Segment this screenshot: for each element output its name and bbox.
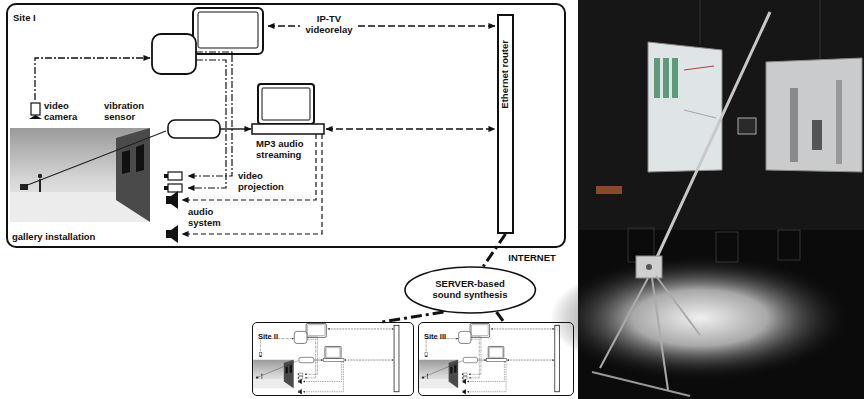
installation-photo — [778, 230, 800, 260]
node-title: Site II — [258, 333, 278, 342]
installation-photo — [700, 0, 701, 45]
installation-photo — [600, 278, 648, 368]
installation-photo — [646, 264, 652, 270]
installation-photo — [636, 256, 662, 278]
label-holder: vibration sensor — [104, 100, 156, 122]
ellipse-outline — [405, 267, 535, 313]
router-box: Ethernet router — [497, 14, 514, 234]
installation-photo — [820, 0, 821, 59]
part-label: audio system — [188, 206, 232, 228]
installation-photo — [648, 42, 722, 172]
installation-photo — [790, 88, 798, 162]
installation-photo — [836, 80, 842, 164]
installation-photo — [656, 276, 700, 335]
label-holder: audio system — [188, 206, 232, 228]
site-miniature — [394, 325, 399, 391]
link-label: INTERNET — [508, 252, 556, 263]
site-schematic — [10, 8, 495, 243]
part-label: vibration sensor — [104, 100, 156, 122]
part-label: video projection — [238, 170, 296, 192]
site-miniature — [253, 324, 393, 395]
installation-photo — [812, 120, 822, 150]
installation-photo — [592, 372, 690, 396]
label-holder: IP-TV videorelay — [300, 13, 358, 35]
part-label: gallery installation — [12, 231, 95, 242]
label-holder: gallery installation — [12, 231, 95, 242]
link-label-holder: INTERNET — [508, 252, 556, 263]
installation-photo — [684, 66, 714, 70]
installation-photo — [652, 12, 770, 268]
site-box: Site I Ethernet router — [6, 3, 566, 248]
installation-photo — [716, 232, 738, 262]
network-link — [483, 234, 505, 266]
node-title: SERVER-based sound synthesis — [426, 279, 514, 301]
site-miniature — [419, 324, 559, 395]
installation-photo — [672, 58, 678, 98]
label-holder: MP3 audio streaming — [256, 138, 312, 160]
installation-photo — [663, 58, 669, 98]
network-link — [382, 312, 444, 322]
installation-photo — [738, 118, 756, 134]
site-miniature — [419, 324, 554, 395]
network-link — [496, 312, 503, 322]
label-holder: video camera — [44, 100, 88, 122]
site-box: Site III — [418, 322, 574, 396]
installation-photo — [684, 110, 716, 118]
node-title: Ethernet router — [500, 40, 511, 109]
installation-photo — [766, 58, 862, 172]
installation-photo — [652, 278, 668, 390]
part-label: video camera — [44, 100, 88, 122]
label-holder: video projection — [238, 170, 296, 192]
server-ellipse: SERVER-based sound synthesis — [404, 266, 536, 314]
part-label: IP-TV videorelay — [300, 13, 358, 35]
part-label: MP3 audio streaming — [256, 138, 312, 160]
site-miniature — [253, 324, 399, 395]
installation-photo — [654, 58, 660, 98]
installation-photo — [596, 186, 622, 194]
node-title: Site III — [424, 333, 446, 342]
installation-photo — [550, 0, 864, 399]
installation-photo — [550, 256, 850, 380]
site-box: Site II — [252, 322, 414, 396]
node-title: Site I — [13, 13, 36, 24]
